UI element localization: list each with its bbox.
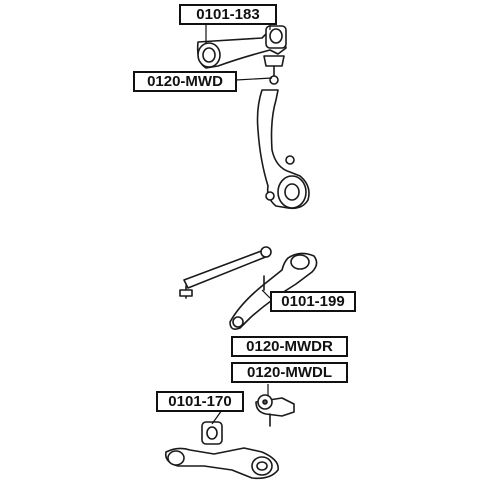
callout-0120-mwdr: 0120-MWDR [231,336,348,357]
callout-0120-mwdl: 0120-MWDL [231,362,348,383]
upper-ball-joint [263,55,285,85]
callout-0101-170: 0101-170 [156,391,244,412]
callout-0101-199: 0101-199 [270,291,356,312]
upper-control-arm [196,25,287,69]
strut-rod [179,246,272,299]
lower-ball-joint [255,394,295,427]
lower-control-arm [164,421,279,480]
callout-0120-mwd: 0120-MWD [133,71,237,92]
callout-0101-183: 0101-183 [179,4,277,25]
steering-knuckle [256,89,310,210]
leader-lines [205,22,273,425]
